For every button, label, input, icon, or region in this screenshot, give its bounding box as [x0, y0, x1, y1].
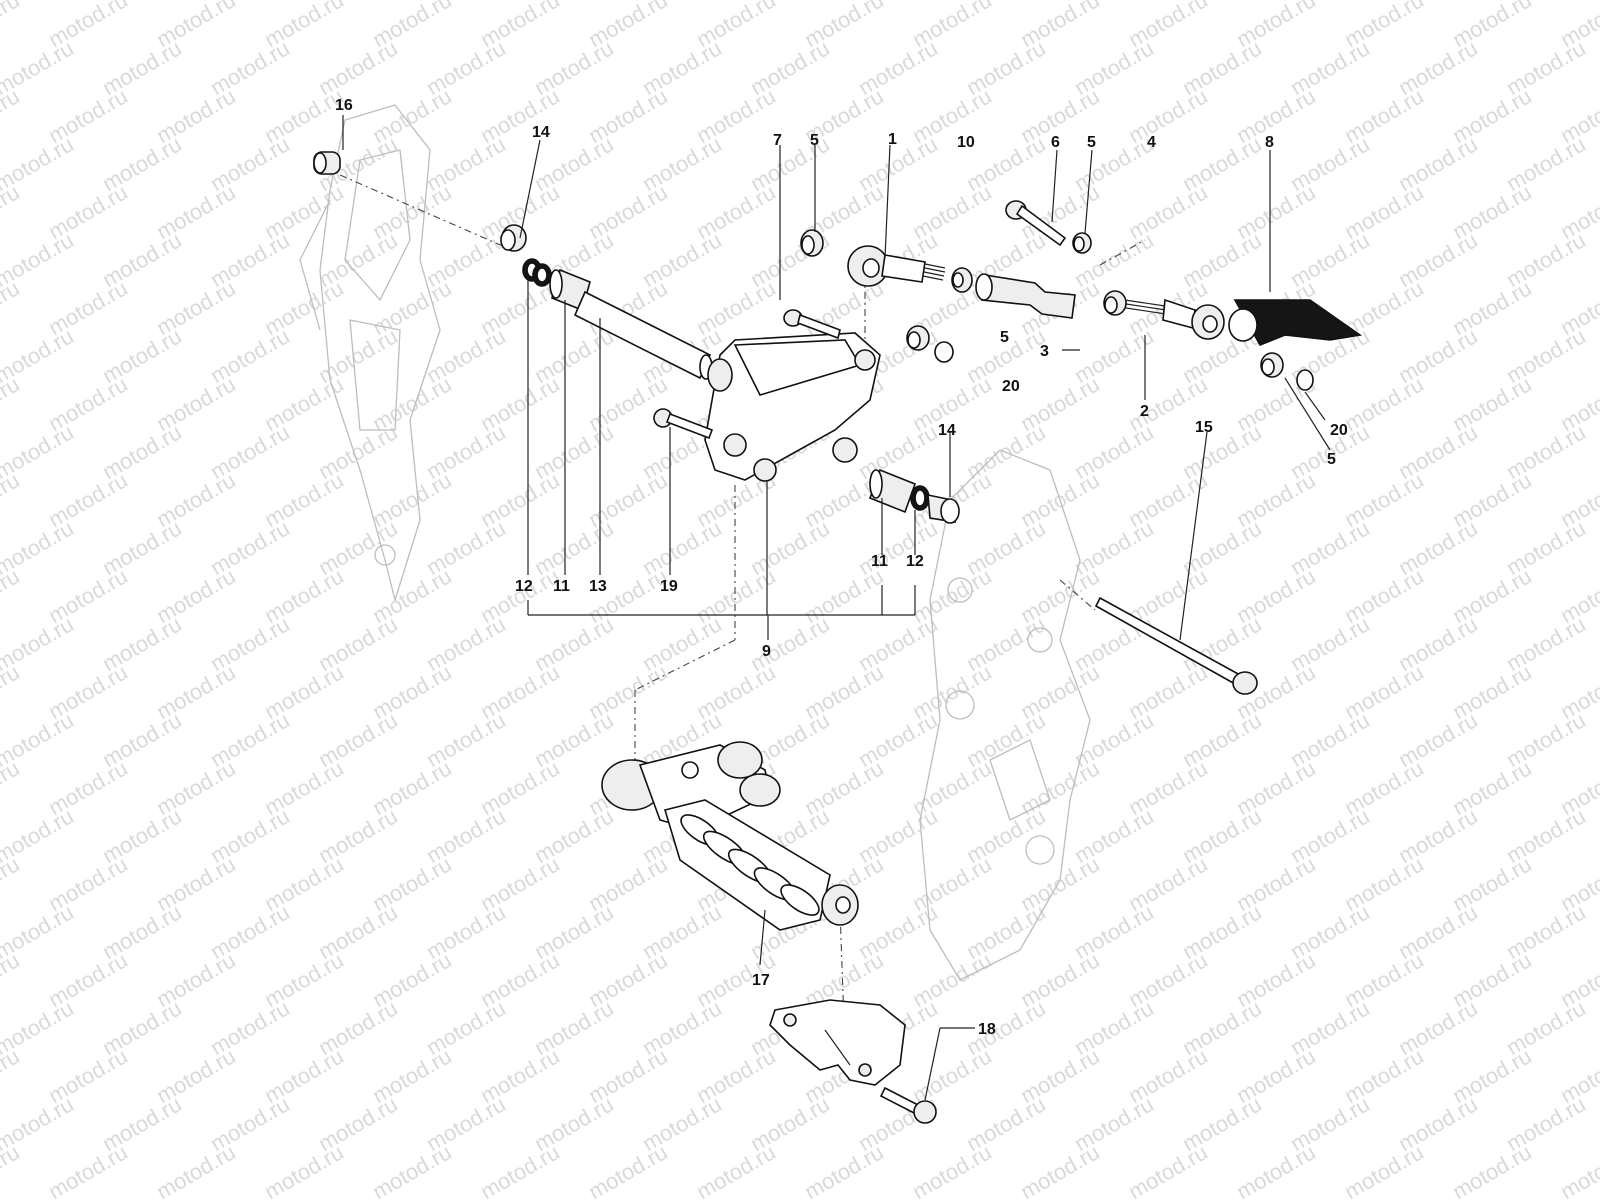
watermark-text: motod.ru — [1232, 1139, 1320, 1200]
label-5-mid: 5 — [1000, 329, 1009, 346]
label-20-left: 20 — [1002, 378, 1020, 395]
part-6-bolt — [1005, 200, 1067, 247]
part-20-oring-right — [1296, 369, 1314, 391]
part-15-long-bolt — [1094, 596, 1258, 695]
label-14-right: 14 — [938, 422, 956, 439]
leader-lines — [342, 115, 1331, 1101]
watermark-text: motod.ru — [0, 467, 24, 532]
part-8-lever — [1228, 299, 1363, 347]
watermark-text: motod.ru — [0, 1139, 24, 1200]
part-14-spacer-right — [927, 493, 960, 524]
part-3-turnbuckle — [975, 273, 1076, 319]
assembly-axis-lines — [339, 174, 1146, 1051]
watermark-text: motod.ru — [0, 755, 24, 820]
label-14-left: 14 — [532, 124, 550, 141]
part-12-seal-right — [910, 485, 930, 511]
part-13-pivot-pin — [573, 290, 713, 380]
watermark-text: motod.ru — [0, 659, 24, 724]
part-2-rod-end — [1124, 298, 1225, 340]
part-5-bush-top — [800, 229, 824, 257]
frame-outline-left — [299, 104, 441, 603]
watermark-text: motod.ru — [692, 1139, 780, 1200]
watermark-text: motod.ru — [1016, 1139, 1104, 1200]
label-18: 18 — [978, 1021, 996, 1038]
part-7-bolt — [783, 309, 841, 340]
part-11-needle-bearing-right — [868, 468, 917, 514]
watermark-text: motod.ru — [908, 1139, 996, 1200]
part-9-rocker-link — [704, 332, 881, 482]
watermark-text: motod.ru — [0, 947, 24, 1012]
watermark-text: motod.ru — [0, 1043, 24, 1108]
label-1: 1 — [888, 131, 897, 148]
label-3: 3 — [1040, 343, 1049, 360]
watermark-text: motod.ru — [1448, 1139, 1536, 1200]
watermark-text: motod.ru — [1340, 1139, 1428, 1200]
part-1-rod-end — [847, 245, 946, 287]
label-19: 19 — [660, 578, 678, 595]
part-14-spacer-left — [500, 224, 527, 252]
watermark-text: motod.ru — [0, 371, 24, 436]
watermark-text: motod.ru — [0, 851, 24, 916]
label-17: 17 — [752, 972, 770, 989]
watermark-text: motod.ru — [152, 1139, 240, 1200]
label-9: 9 — [762, 643, 771, 660]
label-11-left: 11 — [553, 578, 570, 595]
label-20-right: 20 — [1330, 422, 1348, 439]
part-20-oring-left — [934, 341, 954, 363]
watermark-text: motod.ru — [0, 0, 24, 52]
part-5-bush-lower — [906, 325, 930, 351]
watermark-text: motod.ru — [0, 179, 24, 244]
part-bracket-mount — [769, 999, 906, 1086]
label-5-top: 5 — [810, 132, 819, 149]
watermark-text: motod.ru — [0, 275, 24, 340]
label-11-right: 11 — [871, 553, 888, 570]
label-15: 15 — [1195, 419, 1213, 436]
label-5-top-right: 5 — [1087, 134, 1096, 151]
watermark-text: motod.ru — [1124, 1139, 1212, 1200]
watermark-text: motod.ru — [1556, 1139, 1600, 1200]
part-17-shock-absorber — [601, 741, 859, 931]
label-8: 8 — [1265, 134, 1274, 151]
part-16-bush — [313, 151, 341, 175]
part-10-nut — [951, 267, 973, 293]
watermark-text: motod.ru — [368, 1139, 456, 1200]
watermark-text: motod.ru — [476, 1139, 564, 1200]
label-12-right: 12 — [906, 553, 924, 570]
watermark-text: motod.ru — [584, 1139, 672, 1200]
label-12-left: 12 — [515, 578, 533, 595]
label-2: 2 — [1140, 403, 1149, 420]
label-6: 6 — [1051, 134, 1060, 151]
part-5-bush-top-right — [1072, 232, 1092, 254]
part-19-bolt — [653, 408, 714, 440]
watermark-text: motod.ru — [260, 1139, 348, 1200]
label-5-right: 5 — [1327, 451, 1336, 468]
frame-outline-right — [919, 449, 1091, 981]
watermark-text: motod.ru — [0, 83, 24, 148]
label-13: 13 — [589, 578, 607, 595]
part-5-bush-right — [1260, 352, 1284, 378]
label-10: 10 — [957, 134, 975, 151]
label-7: 7 — [773, 132, 782, 149]
label-4: 4 — [1147, 134, 1156, 151]
watermark-text: motod.ru — [44, 1139, 132, 1200]
watermark-text: motod.ru — [0, 563, 24, 628]
part-18-bolt — [879, 1086, 937, 1124]
part-labels: 16 14 7 5 1 10 6 5 4 8 5 3 20 2 20 5 15 … — [335, 97, 1348, 1038]
label-16: 16 — [335, 97, 353, 114]
watermark-text: motod.ru — [800, 1139, 888, 1200]
part-12-ring-left — [532, 263, 552, 287]
part-5-bush-mid — [1103, 290, 1127, 316]
